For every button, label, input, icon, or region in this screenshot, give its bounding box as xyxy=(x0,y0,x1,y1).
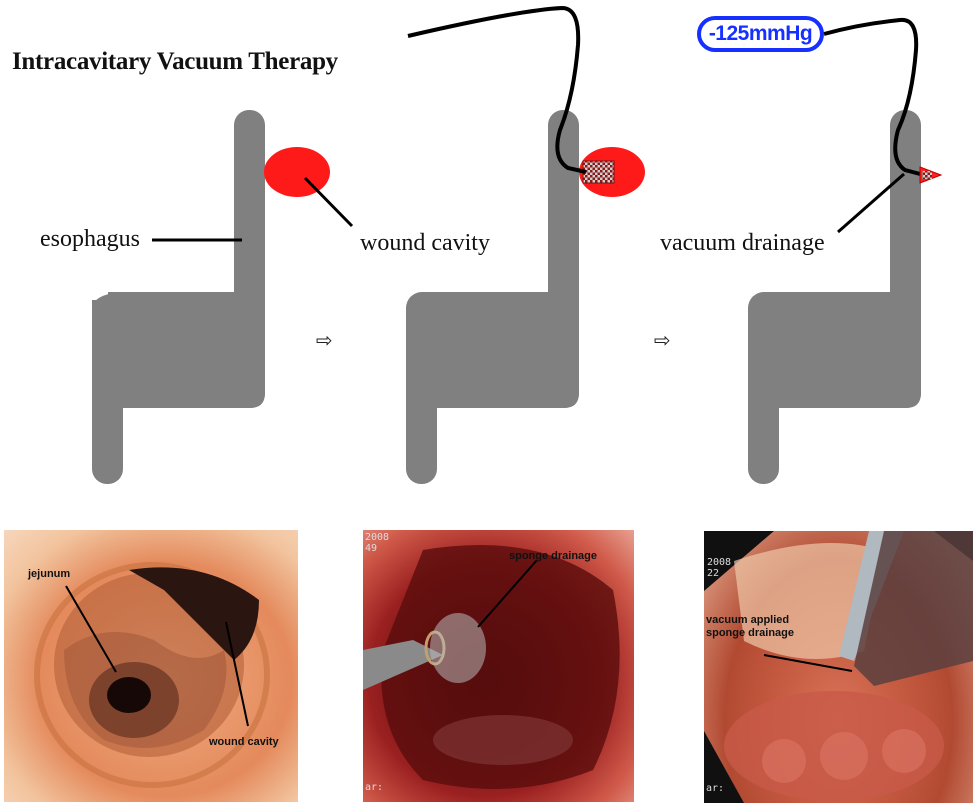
vacuum-applied-line1: vacuum applied xyxy=(706,614,789,626)
esophagus-shape-3 xyxy=(748,110,921,484)
pressure-badge: -125mmHg xyxy=(697,16,824,52)
vacuum-applied-line2: sponge drainage xyxy=(706,627,794,639)
photo-illustration xyxy=(363,530,634,802)
sponge-drainage-label: sponge drainage xyxy=(509,550,597,563)
esophagus-shape-1 xyxy=(92,110,265,484)
wound-cavity-label: wound cavity xyxy=(360,230,490,257)
right-arrow-icon: ⇨ xyxy=(316,328,333,352)
vacuum-applied-label: vacuum applied sponge drainage xyxy=(706,614,794,640)
drainage-tube-1 xyxy=(408,8,586,172)
osd-bottom: ar: xyxy=(706,783,724,794)
photo-illustration xyxy=(704,531,973,803)
esophagus-label: esophagus xyxy=(40,226,140,253)
jejunum-label: jejunum xyxy=(28,568,70,581)
photo-wound-cavity-label: wound cavity xyxy=(209,736,279,749)
endoscopy-photo-vacuum: 2008 22 ar: vacuum applied sponge draina… xyxy=(704,531,973,803)
sponge-shape xyxy=(583,161,614,183)
wound-cavity-pointer xyxy=(305,178,352,226)
right-arrow-icon: ⇨ xyxy=(654,328,671,352)
esophagus-shape-2 xyxy=(406,110,579,484)
wound-cavity-shape xyxy=(264,147,330,197)
vacuum-drainage-label: vacuum drainage xyxy=(660,230,825,257)
osd-bottom: ar: xyxy=(365,782,383,793)
endoscopy-photo-sponge: 2008 49 ar: sponge drainage xyxy=(363,530,634,802)
osd-date: 2008 xyxy=(707,557,731,568)
collapsed-sponge-mesh xyxy=(922,171,932,179)
endoscopy-photo-jejunum: jejunum wound cavity xyxy=(4,530,298,802)
osd-number: 49 xyxy=(365,543,377,554)
osd-date: 2008 xyxy=(365,532,389,543)
osd-number: 22 xyxy=(707,568,719,579)
